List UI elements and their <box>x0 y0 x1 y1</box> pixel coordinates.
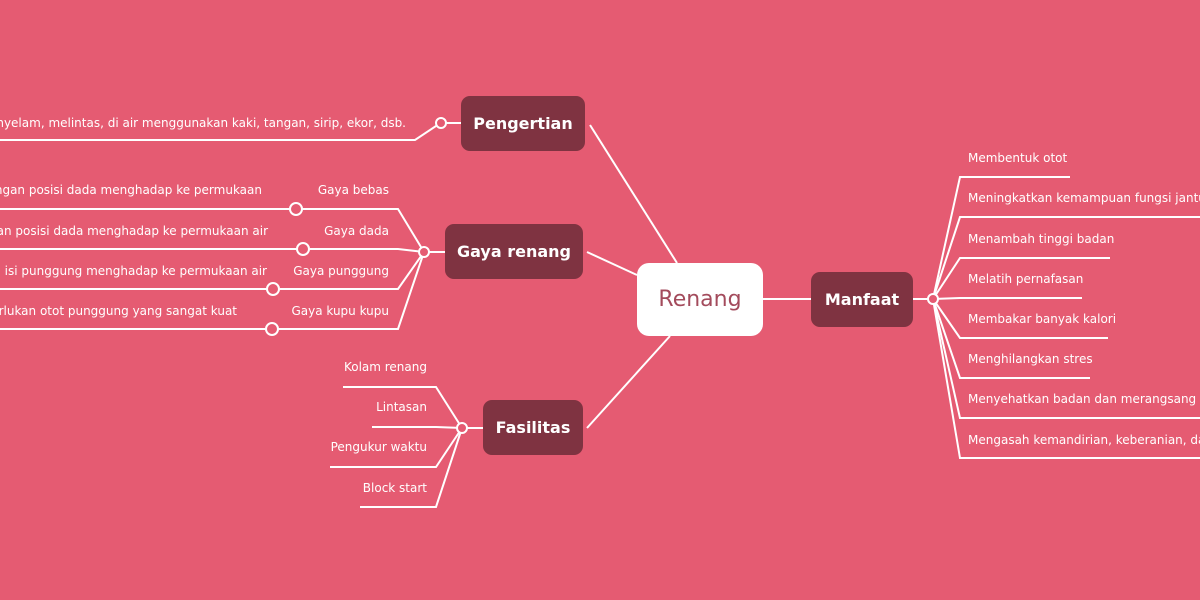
manfaat-item[interactable]: Menghilangkan stres <box>968 352 1093 366</box>
manfaat-item[interactable]: Mengasah kemandirian, keberanian, dan pe <box>968 433 1200 447</box>
gaya-label[interactable]: Gaya punggung <box>293 264 389 278</box>
fasilitas-item[interactable]: Kolam renang <box>343 360 427 374</box>
central-node[interactable]: Renang <box>637 263 763 336</box>
manfaat-item[interactable]: Menambah tinggi badan <box>968 232 1115 246</box>
fasilitas-item[interactable]: Pengukur waktu <box>330 440 427 454</box>
gaya-desc: dengan posisi dada menghadap ke permukaa… <box>0 224 268 238</box>
node-manfaat[interactable]: Manfaat <box>811 272 913 327</box>
gaya-desc: g dengan posisi dada menghadap ke permuk… <box>0 183 262 197</box>
manfaat-item[interactable]: Menyehatkan badan dan merangsang gera <box>968 392 1200 406</box>
manfaat-item[interactable]: Membentuk otot <box>968 151 1068 165</box>
gaya-label[interactable]: Gaya kupu kupu <box>291 304 389 318</box>
manfaat-item[interactable]: Membakar banyak kalori <box>968 312 1117 326</box>
node-pengertian[interactable]: Pengertian <box>461 96 585 151</box>
gaya-label[interactable]: Gaya dada <box>324 224 389 238</box>
node-fasilitas[interactable]: Fasilitas <box>483 400 583 455</box>
gaya-label[interactable]: Gaya bebas <box>317 183 389 197</box>
manfaat-item[interactable]: Meningkatkan kemampuan fungsi jantung <box>968 191 1200 205</box>
fasilitas-item[interactable]: Block start <box>362 481 427 495</box>
node-gaya-renang[interactable]: Gaya renang <box>445 224 583 279</box>
pengertian-text: ng, menyelam, melintas, di air menggunak… <box>0 116 406 130</box>
fasilitas-item[interactable]: Lintasan <box>376 400 427 414</box>
gaya-desc: isi punggung menghadap ke permukaan air <box>4 264 267 278</box>
gaya-desc: emerlukan otot punggung yang sangat kuat <box>0 304 237 318</box>
manfaat-item[interactable]: Melatih pernafasan <box>968 272 1084 286</box>
